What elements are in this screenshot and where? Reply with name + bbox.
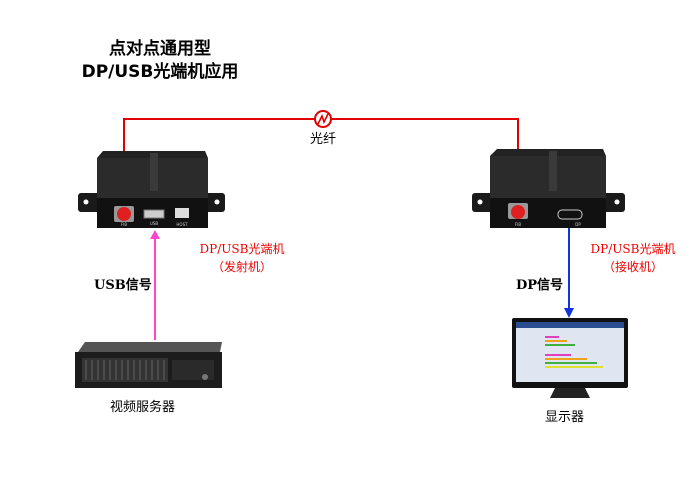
transmitter-role: （发射机） — [211, 260, 272, 274]
diagram-title: 点对点通用型 DP/USB光端机应用 — [60, 38, 260, 84]
usb-signal-label: USB信号 — [94, 278, 152, 293]
receiver-name: DP/USB光端机 — [590, 242, 676, 256]
receiver-port-fib: FIB — [515, 222, 521, 227]
receiver-device: FIB DP — [472, 149, 625, 228]
receiver-port-dp: DP — [575, 222, 581, 227]
transmitter-name: DP/USB光端机 — [199, 242, 285, 256]
transmitter-port-host: HOST — [176, 222, 188, 227]
usb-arrow-icon — [150, 230, 160, 239]
fiber-icon — [314, 110, 332, 128]
dp-signal-label: DP信号 — [516, 278, 564, 293]
fiber-label: 光纤 — [310, 132, 337, 147]
transmitter-label: DP/USB光端机 （发射机） — [187, 240, 297, 276]
receiver-role: （接收机） — [602, 260, 663, 274]
title-line-2: DP/USB光端机应用 — [81, 62, 239, 82]
transmitter-port-fib: FIB — [121, 222, 127, 227]
server-icon — [75, 342, 222, 388]
transmitter-device: FIB USB HOST — [78, 151, 225, 228]
server-label: 视频服务器 — [110, 400, 176, 415]
monitor-label: 显示器 — [545, 410, 585, 425]
monitor-icon — [512, 318, 628, 398]
dp-arrow-icon — [564, 308, 574, 318]
title-line-1: 点对点通用型 — [109, 39, 211, 59]
transmitter-port-usb: USB — [150, 221, 158, 226]
receiver-label: DP/USB光端机 （接收机） — [578, 240, 688, 276]
